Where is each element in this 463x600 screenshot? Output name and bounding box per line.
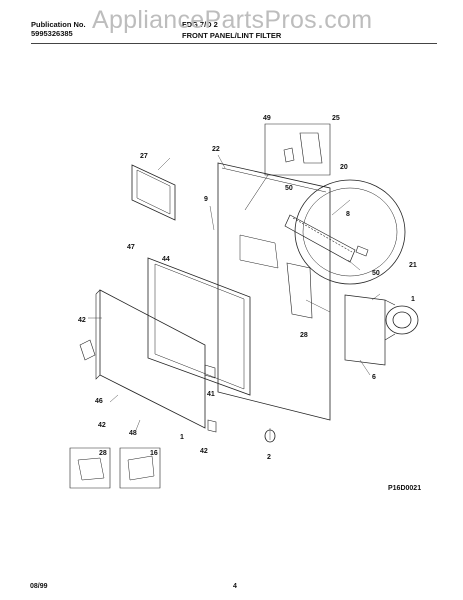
callout-9: 9 [204, 196, 208, 203]
lint-duct-part [284, 214, 356, 263]
callout-21: 21 [409, 262, 417, 269]
lint-filter-part [131, 164, 176, 221]
callout-6: 6 [372, 374, 376, 381]
figure-code: P16D0021 [388, 485, 422, 492]
callout-22: 22 [212, 146, 220, 153]
door-part [99, 289, 206, 429]
drum-part [294, 179, 406, 285]
door-frame-part [147, 257, 251, 396]
detail-box-28 [69, 447, 111, 489]
callout-42-bottom: 42 [200, 448, 208, 455]
footer-date: 08/99 [30, 583, 48, 590]
callout-41: 41 [207, 391, 215, 398]
callout-46: 46 [95, 398, 103, 405]
detail-box-16 [119, 447, 161, 489]
detail-box [264, 123, 331, 176]
callout-50-top: 50 [285, 185, 293, 192]
callout-50-mid: 50 [372, 270, 380, 277]
publication-number: 5995326385 [31, 29, 73, 38]
callout-20: 20 [340, 164, 348, 171]
callout-16-box: 16 [150, 450, 158, 457]
callout-42-top: 42 [78, 317, 86, 324]
callout-49: 49 [263, 115, 271, 122]
callout-44: 44 [162, 256, 170, 263]
latch-part [207, 419, 217, 433]
hinge-part [204, 364, 216, 379]
section-title: FRONT PANEL/LINT FILTER [182, 31, 282, 40]
callout-1-right: 1 [411, 296, 415, 303]
callout-27: 27 [140, 153, 148, 160]
callout-48: 48 [129, 430, 137, 437]
callout-1-bottom: 1 [180, 434, 184, 441]
blower-housing-part [344, 294, 386, 366]
callout-42-mid: 42 [98, 422, 106, 429]
header-rule [31, 43, 437, 44]
watermark: AppliancePartsPros.com [92, 6, 373, 34]
callout-28-box: 28 [99, 450, 107, 457]
callout-2: 2 [267, 454, 271, 461]
model-number: FDG 7/D 2 [182, 20, 218, 29]
callout-25: 25 [332, 115, 340, 122]
callout-28-mid: 28 [300, 332, 308, 339]
front-panel-part [217, 162, 331, 421]
page-number: 4 [233, 583, 237, 590]
filter-housing-part [286, 262, 313, 319]
publication-label: Publication No. [31, 20, 86, 29]
callout-8: 8 [346, 211, 350, 218]
callout-47: 47 [127, 244, 135, 251]
